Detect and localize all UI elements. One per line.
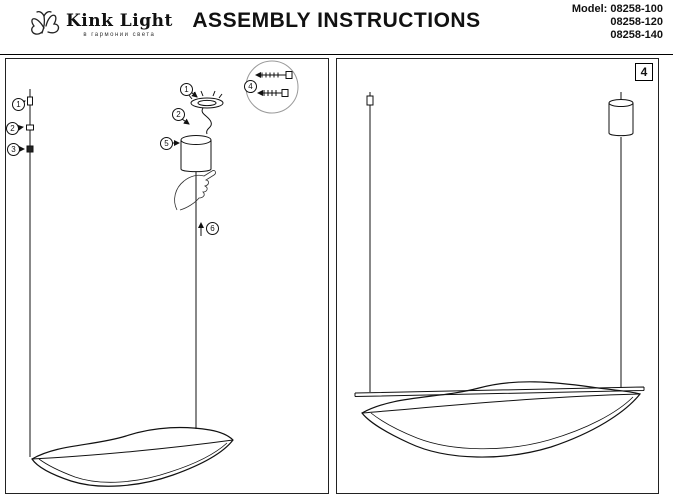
cable-coupler-part	[26, 124, 34, 131]
lamp-inner-line	[38, 442, 228, 483]
page-number-box: 4	[635, 63, 653, 81]
header-divider	[0, 54, 673, 55]
model-numbers: Model: 08258-100 08258-120 08258-140	[572, 3, 663, 42]
lamp-inner-line	[370, 396, 634, 450]
callout-step-1: 1	[12, 98, 25, 111]
canopy-top	[180, 135, 212, 145]
assembled-lamp-panel: 4	[336, 58, 659, 494]
screw-1-thread	[261, 72, 279, 78]
canopy-cylinder	[180, 140, 212, 173]
bar-lines	[354, 386, 645, 397]
callout-step-1-mount: 1	[180, 83, 193, 96]
lamp-bar	[354, 386, 645, 397]
screw-2-head	[281, 89, 289, 97]
mount-step2-arrow	[181, 118, 190, 125]
model-line-1: Model: 08258-100	[571, 3, 663, 15]
model-line-2: 08258-120	[610, 16, 663, 28]
butterfly-logo-icon	[31, 10, 60, 35]
callout-step-2-mount: 2	[172, 108, 185, 121]
model-line-3: 08258-140	[610, 29, 663, 41]
brand-logo: Kink Light в гармонии света	[26, 3, 173, 43]
right-suspension	[366, 92, 634, 392]
assembly-steps-drawing	[16, 60, 299, 487]
hook-wire	[201, 107, 212, 135]
callout-step-2: 2	[6, 122, 19, 135]
assembly-steps-panel: 1 2 3 1 2 4 5 6	[5, 58, 329, 494]
lamp-frame	[361, 381, 642, 458]
screw-1-head	[285, 71, 293, 79]
callout-step-4: 4	[244, 80, 257, 93]
ceiling-mount-drawing	[181, 90, 224, 135]
brand-name: Kink Light	[66, 11, 173, 31]
callout-step-3: 3	[7, 143, 20, 156]
hand-sketch	[174, 170, 216, 211]
callout-step-6: 6	[206, 222, 219, 235]
callout-step-5: 5	[160, 137, 173, 150]
assembled-lamp-drawing	[354, 92, 645, 458]
hand-outline	[174, 170, 216, 211]
ceiling-ring	[190, 97, 224, 109]
brand-tagline: в гармонии света	[83, 32, 156, 38]
ceiling-ring-inner	[197, 99, 217, 107]
left-cable-fitting	[366, 95, 374, 106]
screw-2-thread	[263, 90, 277, 96]
canopy-top	[608, 99, 634, 107]
canopy-cylinder	[608, 103, 634, 137]
lamp-middle-line	[361, 393, 641, 414]
suspension-cable-parts	[16, 89, 34, 457]
page-number: 4	[640, 65, 648, 79]
canopy-drawing	[172, 135, 212, 429]
cable-grip-part	[27, 96, 33, 106]
lamp-frame-drawing	[31, 426, 234, 487]
lamp-middle-line	[31, 439, 234, 460]
cable-lock-part	[26, 145, 34, 153]
page-title: ASSEMBLY INSTRUCTIONS	[192, 9, 481, 32]
